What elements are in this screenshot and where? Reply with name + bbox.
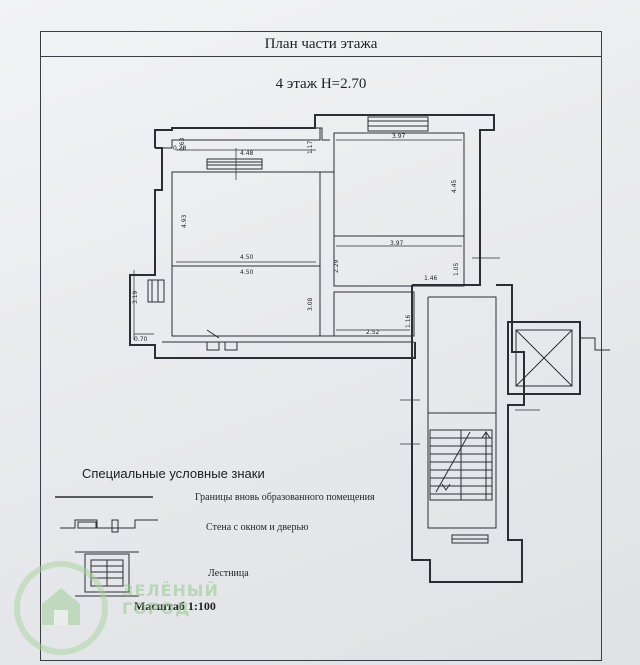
watermark-logo xyxy=(14,561,108,655)
dim-397-top: 3.97 xyxy=(392,133,406,140)
dim-319: 3.19 xyxy=(132,290,139,304)
dimension-lines xyxy=(133,139,540,445)
dim-450-a: 4.50 xyxy=(240,254,254,261)
dim-252: 2.52 xyxy=(366,329,380,336)
dim-028: 0.28 xyxy=(173,145,187,152)
dim-105: 1.05 xyxy=(453,262,460,276)
drawing-frame: План части этажа 4 этаж H=2.70 xyxy=(40,31,602,661)
dim-308: 3.08 xyxy=(307,297,314,311)
dim-063: 0.63 xyxy=(179,137,186,151)
scale-label: Масштаб 1:100 xyxy=(134,599,216,613)
dim-397-mid: 3.97 xyxy=(390,240,404,247)
dim-146: 1.46 xyxy=(424,275,438,282)
dim-448: 4.48 xyxy=(240,150,254,157)
floor-label: 4 этаж H=2.70 xyxy=(275,76,367,92)
plan-title: План части этажа xyxy=(41,32,601,57)
dim-445: 4.45 xyxy=(451,179,458,193)
legend-boundaries-label: Границы вновь образованного помещения xyxy=(195,492,375,503)
legend-stair-label: Лестница xyxy=(208,568,249,579)
fixtures xyxy=(206,329,238,351)
stairwell xyxy=(411,284,610,583)
dim-450-b: 4.50 xyxy=(240,269,254,276)
legend-wall-label: Стена с окном и дверью xyxy=(206,522,309,533)
dim-116: 1.16 xyxy=(405,314,412,328)
dim-117: 1.17 xyxy=(307,140,314,154)
dim-070: 0.70 xyxy=(134,336,148,343)
dimension-labels: 0.28 0.63 4.48 1.17 3.97 4.45 4.93 4.50 … xyxy=(132,133,460,343)
exterior-walls xyxy=(129,114,495,359)
window-marks xyxy=(147,116,489,544)
dim-493: 4.93 xyxy=(181,214,188,228)
legend-title: Специальные условные знаки xyxy=(82,466,265,481)
stair-treads xyxy=(429,429,493,501)
dim-229: 2.29 xyxy=(333,259,340,273)
watermark-brand: ЗЕЛЁНЫЙ ГОРОД xyxy=(122,581,219,618)
